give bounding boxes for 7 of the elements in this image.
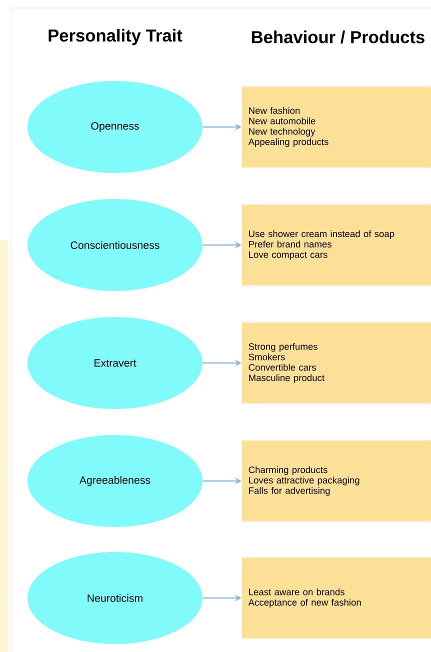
behaviour-box: Use shower cream instead of soap Prefer brand names Love compact cars: [242, 204, 431, 286]
column-heading: Behaviour / Products: [252, 30, 424, 44]
behaviour-box: New fashion New automobile New technology Appealing products: [242, 86, 431, 168]
behaviour-box: Strong perfumes Smokers Convertible cars Masculine product: [242, 322, 431, 404]
behaviour-box: Charming products Loves attractive packaging Falls for advertising: [242, 440, 431, 522]
column-heading: Personality Trait: [48, 28, 182, 46]
behaviour-box: Least aware on brands Acceptance of new fashion: [242, 558, 431, 638]
